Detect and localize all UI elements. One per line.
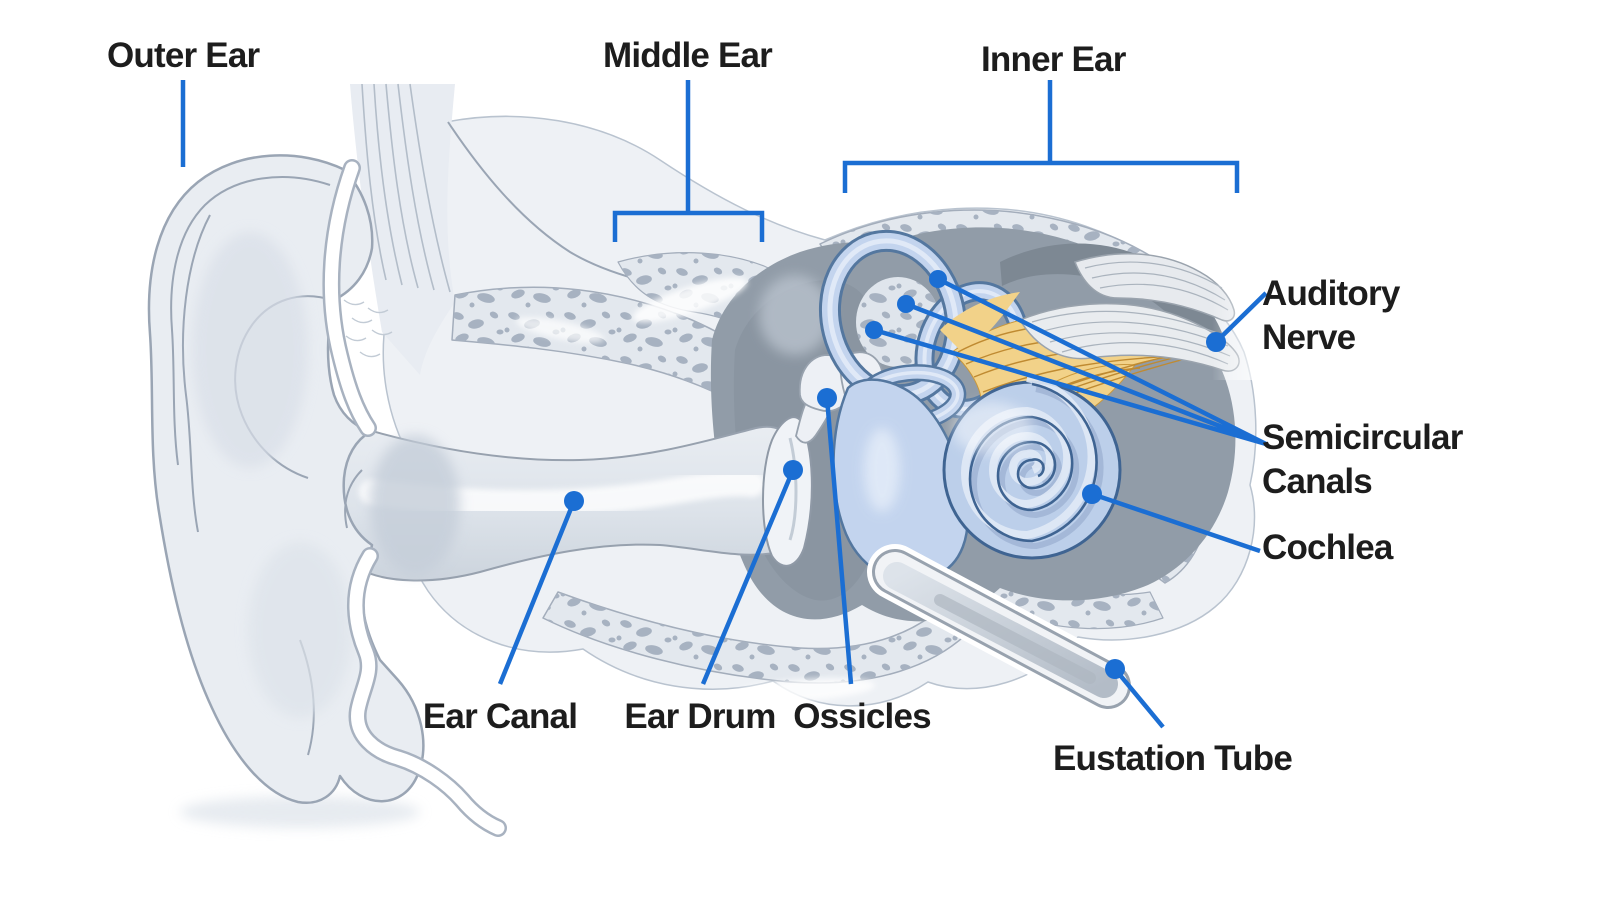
cochlea-leader — [1091, 491, 1261, 554]
auditory-nerve-leader — [1214, 291, 1268, 344]
leader-dots — [564, 270, 1226, 679]
label-ear-canal: Ear Canal — [422, 697, 578, 736]
eustachian-tube — [867, 544, 1136, 714]
label-eustation-tube: Eustation Tube — [1053, 739, 1293, 778]
auditory-nerve-trunk — [1018, 240, 1287, 380]
temporalis-muscle — [350, 84, 455, 375]
label-outer-ear: Outer Ear — [107, 36, 260, 75]
label-ear-drum: Ear Drum — [624, 697, 776, 736]
label-ossicles: Ossicles — [793, 697, 931, 736]
intertragic-gap — [322, 159, 507, 837]
inner-ear-bracket — [842, 80, 1240, 193]
label-middle-ear: Middle Ear — [603, 36, 773, 75]
eustation-tube-leader — [1113, 667, 1165, 729]
ossicles-leader — [824, 397, 854, 685]
leader-lines — [180, 80, 1268, 729]
middle-ear-bracket — [612, 80, 765, 242]
ear-drum-leader — [700, 469, 796, 685]
ear-canal-leader — [497, 500, 577, 685]
ear-drum — [762, 416, 813, 567]
cartilage-texture — [343, 299, 393, 358]
label-semicircular-canals: Semicircular Canals — [1262, 418, 1463, 501]
label-auditory-nerve: Auditory Nerve — [1262, 274, 1400, 357]
cochlea — [942, 374, 1122, 560]
bone-highlights — [515, 277, 875, 703]
concha-shadow — [370, 435, 460, 575]
label-cochlea: Cochlea — [1262, 528, 1393, 567]
semicircular-canals-leader — [873, 276, 1268, 447]
label-inner-ear: Inner Ear — [981, 40, 1126, 79]
